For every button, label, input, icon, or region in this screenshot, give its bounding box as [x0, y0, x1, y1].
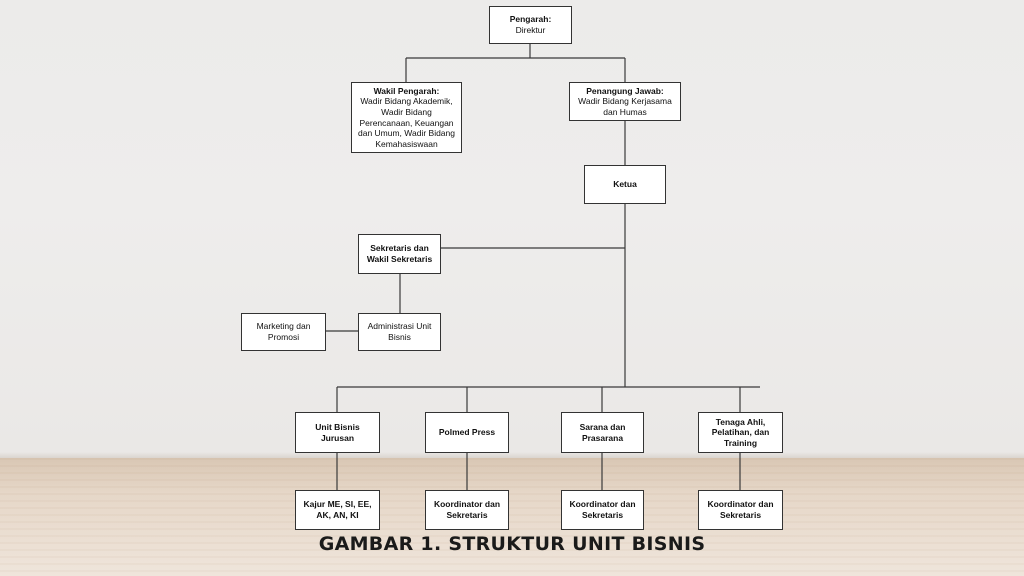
node-penanggung-jawab-subtitle: Wadir Bidang Kerjasama dan Humas	[578, 96, 672, 117]
node-wakil-pengarah-subtitle: Wadir Bidang Akademik, Wadir Bidang Pere…	[357, 96, 455, 149]
node-wakil-pengarah-title: Wakil Pengarah:	[373, 85, 440, 96]
node-tenaga-ahli-title: Tenaga Ahli, Pelatihan, dan Training	[711, 416, 770, 448]
node-kajur-title: Kajur ME, SI, EE, AK, AN, KI	[303, 499, 372, 520]
wooden-floor-background	[0, 458, 1024, 576]
node-koordinator-tenaga-title: Koordinator dan Sekretaris	[707, 499, 774, 520]
node-penanggung-jawab: Penangung Jawab: Wadir Bidang Kerjasama …	[569, 82, 681, 121]
node-penanggung-jawab-title: Penangung Jawab:	[586, 85, 664, 96]
node-koordinator-tenaga: Koordinator dan Sekretaris	[698, 490, 783, 530]
node-pengarah-title: Pengarah:	[509, 14, 552, 25]
node-kajur: Kajur ME, SI, EE, AK, AN, KI	[295, 490, 380, 530]
node-sekretaris: Sekretaris dan Wakil Sekretaris	[358, 234, 441, 274]
node-pengarah-subtitle: Direktur	[515, 25, 546, 35]
node-polmed-press-title: Polmed Press	[438, 427, 496, 438]
node-unit-bisnis-jurusan-title: Unit Bisnis Jurusan	[315, 421, 360, 443]
node-koordinator-polmed-title: Koordinator dan Sekretaris	[433, 499, 501, 520]
node-pengarah: Pengarah: Direktur	[489, 6, 572, 44]
node-sekretaris-title: Sekretaris dan Wakil Sekretaris	[366, 243, 433, 264]
wall-background	[0, 0, 1024, 458]
node-unit-bisnis-jurusan: Unit Bisnis Jurusan	[295, 412, 380, 453]
node-wakil-pengarah: Wakil Pengarah: Wadir Bidang Akademik, W…	[351, 82, 462, 153]
node-administrasi-title: Administrasi Unit Bisnis	[367, 321, 432, 342]
floor-edge	[0, 452, 1024, 460]
figure-caption: GAMBAR 1. STRUKTUR UNIT BISNIS	[318, 533, 706, 555]
node-polmed-press: Polmed Press	[425, 412, 509, 453]
node-koordinator-sarana-title: Koordinator dan Sekretaris	[569, 499, 636, 520]
node-ketua: Ketua	[584, 165, 666, 204]
node-marketing: Marketing dan Promosi	[241, 313, 326, 351]
node-sarana-prasarana: Sarana dan Prasarana	[561, 412, 644, 453]
node-ketua-title: Ketua	[613, 179, 637, 190]
node-koordinator-polmed: Koordinator dan Sekretaris	[425, 490, 509, 530]
node-koordinator-sarana: Koordinator dan Sekretaris	[561, 490, 644, 530]
node-sarana-prasarana-title: Sarana dan Prasarana	[579, 421, 626, 443]
node-administrasi: Administrasi Unit Bisnis	[358, 313, 441, 351]
node-marketing-title: Marketing dan Promosi	[256, 321, 311, 342]
node-tenaga-ahli: Tenaga Ahli, Pelatihan, dan Training	[698, 412, 783, 453]
